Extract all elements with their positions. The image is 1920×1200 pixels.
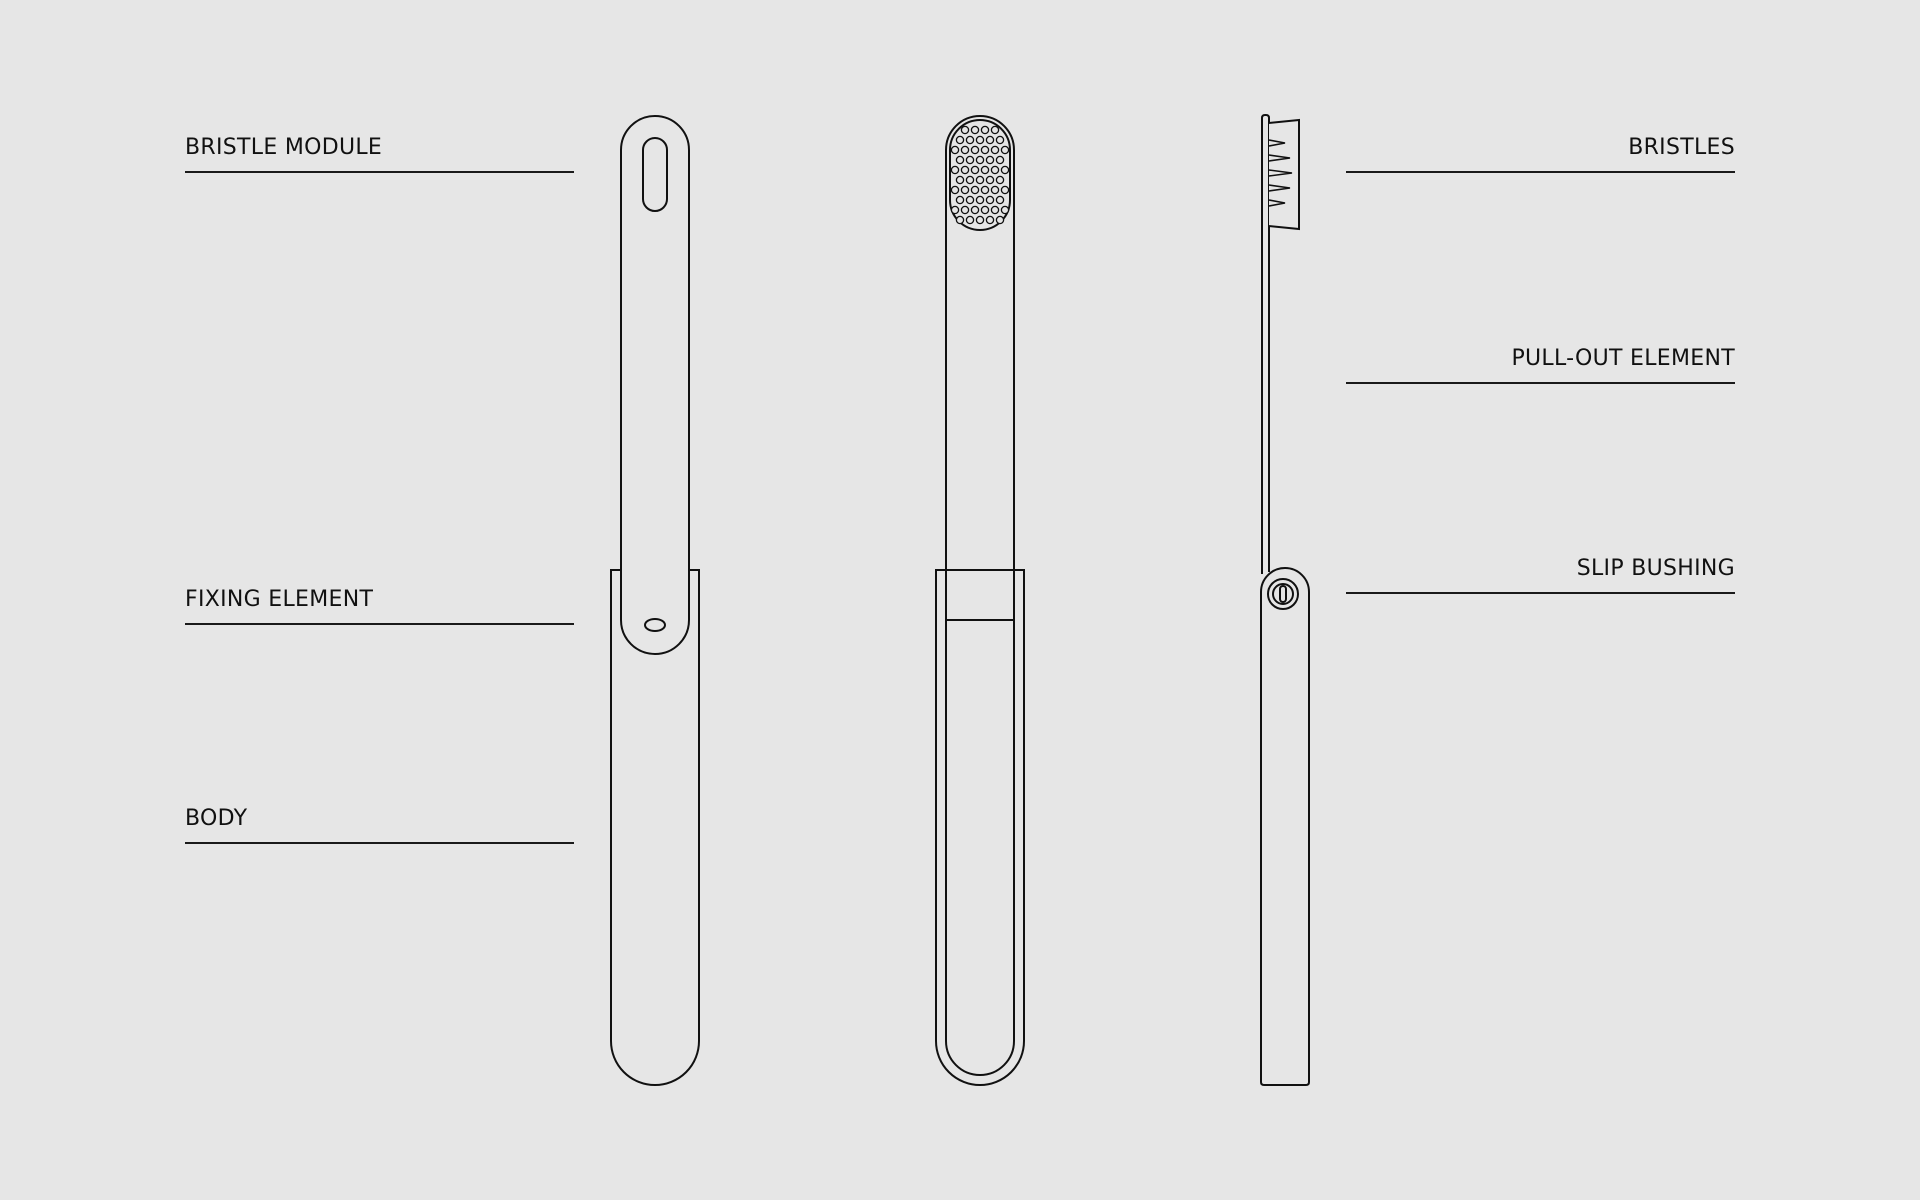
- module-slot: [643, 138, 667, 211]
- front-body-channel: [946, 576, 1014, 1075]
- side-view: [1261, 115, 1309, 1085]
- label-fixing-element: FIXING ELEMENT: [185, 587, 574, 625]
- bristle-hole: [991, 206, 998, 213]
- bristle-hole: [976, 136, 983, 143]
- bristle-hole: [966, 176, 973, 183]
- bristle-hole: [1001, 146, 1008, 153]
- front-pull-out: [946, 116, 1014, 620]
- bristle-hole: [951, 166, 958, 173]
- bristle-hole: [966, 156, 973, 163]
- slip-bushing-slot: [1280, 586, 1286, 602]
- bristle-hole: [996, 136, 1003, 143]
- bristle-hole: [981, 146, 988, 153]
- label-pull-out-element: PULL-OUT ELEMENT: [1346, 346, 1735, 384]
- bristle-hole: [976, 216, 983, 223]
- bristle-hole: [996, 176, 1003, 183]
- bristle-hole: [956, 136, 963, 143]
- bristle-module-outline: [621, 116, 689, 654]
- label-bristles: BRISTLES: [1346, 135, 1735, 173]
- bristle-hole: [966, 216, 973, 223]
- side-body-outline: [1261, 568, 1309, 1085]
- bristle-hole: [976, 196, 983, 203]
- bristle-hole: [991, 166, 998, 173]
- bristle-hole: [1001, 186, 1008, 193]
- bristle-hole: [961, 166, 968, 173]
- bristle-hole: [1001, 206, 1008, 213]
- bristle-hole: [981, 126, 988, 133]
- bristle-hole: [981, 206, 988, 213]
- bristle-hole: [951, 186, 958, 193]
- bristle-hole: [961, 186, 968, 193]
- front-view: [936, 116, 1024, 1085]
- bristle-hole: [956, 216, 963, 223]
- bristle-hole: [981, 186, 988, 193]
- bristle-hole: [991, 186, 998, 193]
- fixing-element-dot: [645, 619, 665, 631]
- label-body: BODY: [185, 806, 574, 844]
- bristle-hole: [956, 156, 963, 163]
- bristle-hole: [996, 156, 1003, 163]
- bristle-hole: [996, 196, 1003, 203]
- bristle-hole: [961, 206, 968, 213]
- bristle-hole: [986, 156, 993, 163]
- bristle-hole: [951, 146, 958, 153]
- bristle-hole: [961, 126, 968, 133]
- bristle-hole: [981, 166, 988, 173]
- bristle-hole: [951, 206, 958, 213]
- bristle-hole: [956, 176, 963, 183]
- front-slip-bushing: [946, 570, 1014, 620]
- bristle-hole: [986, 176, 993, 183]
- bristle-hole: [971, 166, 978, 173]
- body-outline: [611, 570, 699, 1085]
- bristle-hole: [976, 156, 983, 163]
- bristle-hole: [1001, 166, 1008, 173]
- bristle-hole: [986, 136, 993, 143]
- bristle-hole: [986, 216, 993, 223]
- bristle-hole: [991, 126, 998, 133]
- side-pull-out: [1262, 115, 1269, 574]
- bristle-hole: [986, 196, 993, 203]
- bristle-hole: [976, 176, 983, 183]
- bristle-hole: [956, 196, 963, 203]
- bristle-hole: [971, 146, 978, 153]
- bristle-hole: [961, 146, 968, 153]
- bristle-hole: [991, 146, 998, 153]
- bristle-hole: [971, 206, 978, 213]
- back-view: [611, 116, 699, 1085]
- bristle-hole: [971, 186, 978, 193]
- bristle-hole: [996, 216, 1003, 223]
- bristle-hole: [971, 126, 978, 133]
- label-bristle-module: BRISTLE MODULE: [185, 135, 574, 173]
- side-bristle-tufts: [1269, 140, 1292, 206]
- bristle-hole: [966, 196, 973, 203]
- front-body-outline: [936, 570, 1024, 1085]
- label-slip-bushing: SLIP BUSHING: [1346, 556, 1735, 594]
- bristle-hole: [966, 136, 973, 143]
- bristle-holes: [951, 126, 1008, 223]
